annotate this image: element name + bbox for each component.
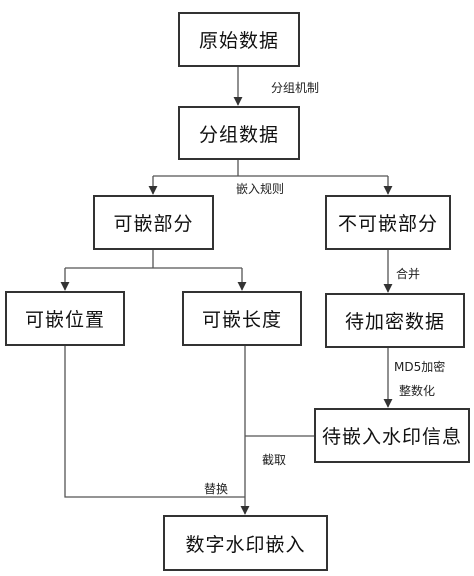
label-embedding-rule: 嵌入规则 [236,182,285,196]
node-watermark-info: 待嵌入水印信息 [314,408,470,463]
label-merge: 合并 [396,267,421,281]
label-integerize: 整数化 [399,384,436,398]
line-from-position [64,346,245,498]
node-embeddable-position: 可嵌位置 [5,291,125,346]
label-md5-encrypt: MD5加密 [394,360,446,374]
node-embeddable-length: 可嵌长度 [182,291,302,346]
label-grouping-mechanism: 分组机制 [271,81,320,95]
node-embeddable-part: 可嵌部分 [93,195,214,250]
node-grouped-data: 分组数据 [178,106,300,160]
node-watermark-embedding: 数字水印嵌入 [163,515,328,571]
label-replace: 替换 [204,482,229,496]
label-truncate: 截取 [262,453,287,467]
node-non-embeddable-part: 不可嵌部分 [325,195,451,250]
node-data-to-encrypt: 待加密数据 [325,293,465,348]
node-raw-data: 原始数据 [178,12,300,67]
